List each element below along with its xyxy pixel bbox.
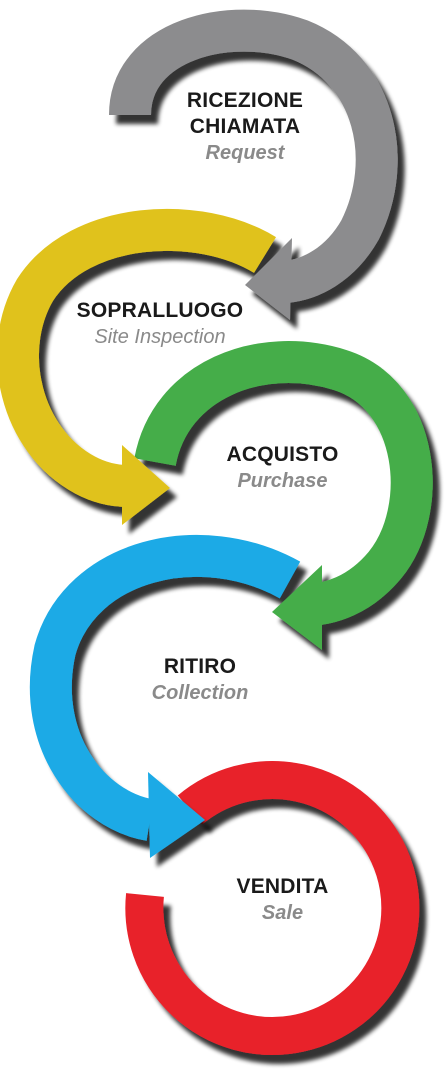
- blue-collection-arrow: [29, 534, 301, 858]
- step-collection-label: RITIRO Collection: [115, 654, 285, 706]
- gray-request-arrow: [109, 9, 398, 320]
- step-request-subtitle: Request: [205, 142, 285, 164]
- step-purchase-label: ACQUISTO Purchase: [190, 442, 375, 494]
- red-sale-arrow: [125, 761, 420, 1055]
- step-request-label: RICEZIONE CHIAMATA Request: [150, 88, 340, 166]
- step-sale-label: VENDITA Sale: [200, 874, 365, 926]
- step-inspection-title: SOPRALLUOGO: [76, 299, 244, 322]
- step-collection-title: RITIRO: [163, 655, 237, 678]
- green-purchase-arrow: [134, 341, 433, 650]
- step-sale-subtitle: Sale: [261, 902, 304, 924]
- step-purchase-subtitle: Purchase: [237, 470, 328, 492]
- step-request-title-line1: RICEZIONE: [186, 89, 304, 112]
- step-collection-subtitle: Collection: [151, 682, 249, 704]
- step-request-title-line2: CHIAMATA: [189, 115, 301, 138]
- step-inspection-subtitle: Site Inspection: [94, 326, 226, 348]
- step-inspection-label: SOPRALLUOGO Site Inspection: [55, 298, 265, 350]
- step-purchase-title: ACQUISTO: [226, 443, 339, 466]
- step-sale-title: VENDITA: [236, 875, 329, 898]
- yellow-inspection-arrow: [0, 208, 276, 525]
